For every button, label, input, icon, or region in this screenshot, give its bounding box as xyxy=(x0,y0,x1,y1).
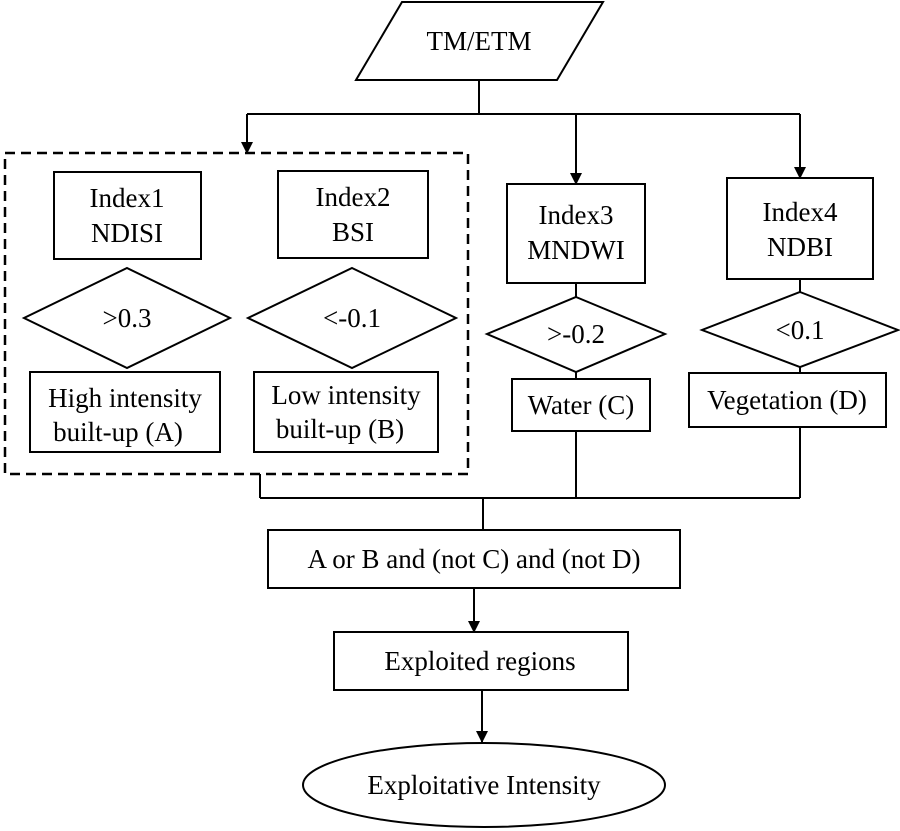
threshold3-label: >-0.2 xyxy=(547,319,605,349)
index4-node: Index4 NDBI xyxy=(726,177,874,280)
threshold2-node: <-0.1 xyxy=(245,266,459,370)
class-c-label: Water (C) xyxy=(528,390,635,420)
index3-name: Index3 xyxy=(539,200,614,230)
class-b-line1: Low intensity xyxy=(271,380,421,410)
intensity-label: Exploitative Intensity xyxy=(367,770,601,800)
threshold4-node: <0.1 xyxy=(699,290,900,369)
class-c-node: Water (C) xyxy=(511,378,651,432)
class-d-node: Vegetation (D) xyxy=(688,372,887,428)
index4-name: Index4 xyxy=(763,197,838,227)
threshold4-label: <0.1 xyxy=(776,315,825,345)
exploited-label: Exploited regions xyxy=(384,646,575,676)
rule-label: A or B and (not C) and (not D) xyxy=(308,544,641,574)
index3-node: Index3 MNDWI xyxy=(506,183,646,284)
index2-name: Index2 xyxy=(316,182,391,212)
index1-abbr: NDISI xyxy=(91,218,163,248)
source-node: TM/ETM xyxy=(354,0,605,81)
built-up-group-frame xyxy=(3,151,470,476)
threshold1-node: >0.3 xyxy=(21,266,233,370)
class-a-node: High intensity built-up (A) xyxy=(29,371,221,453)
class-b-node: Low intensity built-up (B) xyxy=(253,371,439,453)
connectors xyxy=(241,80,806,743)
index2-node: Index2 BSI xyxy=(277,170,429,259)
source-label: TM/ETM xyxy=(427,26,532,56)
intensity-node: Exploitative Intensity xyxy=(302,742,666,828)
class-a-line2: built-up (A) xyxy=(53,417,183,447)
exploited-node: Exploited regions xyxy=(333,631,629,691)
class-d-label: Vegetation (D) xyxy=(707,385,867,415)
threshold1-label: >0.3 xyxy=(103,303,152,333)
threshold2-label: <-0.1 xyxy=(323,303,381,333)
threshold3-node: >-0.2 xyxy=(484,295,668,374)
index1-name: Index1 xyxy=(90,183,165,213)
index4-abbr: NDBI xyxy=(767,232,833,262)
index2-abbr: BSI xyxy=(332,217,374,247)
index1-node: Index1 NDISI xyxy=(53,171,202,260)
class-b-line2: built-up (B) xyxy=(276,414,404,444)
rule-node: A or B and (not C) and (not D) xyxy=(267,529,681,589)
index3-abbr: MNDWI xyxy=(527,235,624,265)
class-a-line1: High intensity xyxy=(48,383,202,413)
